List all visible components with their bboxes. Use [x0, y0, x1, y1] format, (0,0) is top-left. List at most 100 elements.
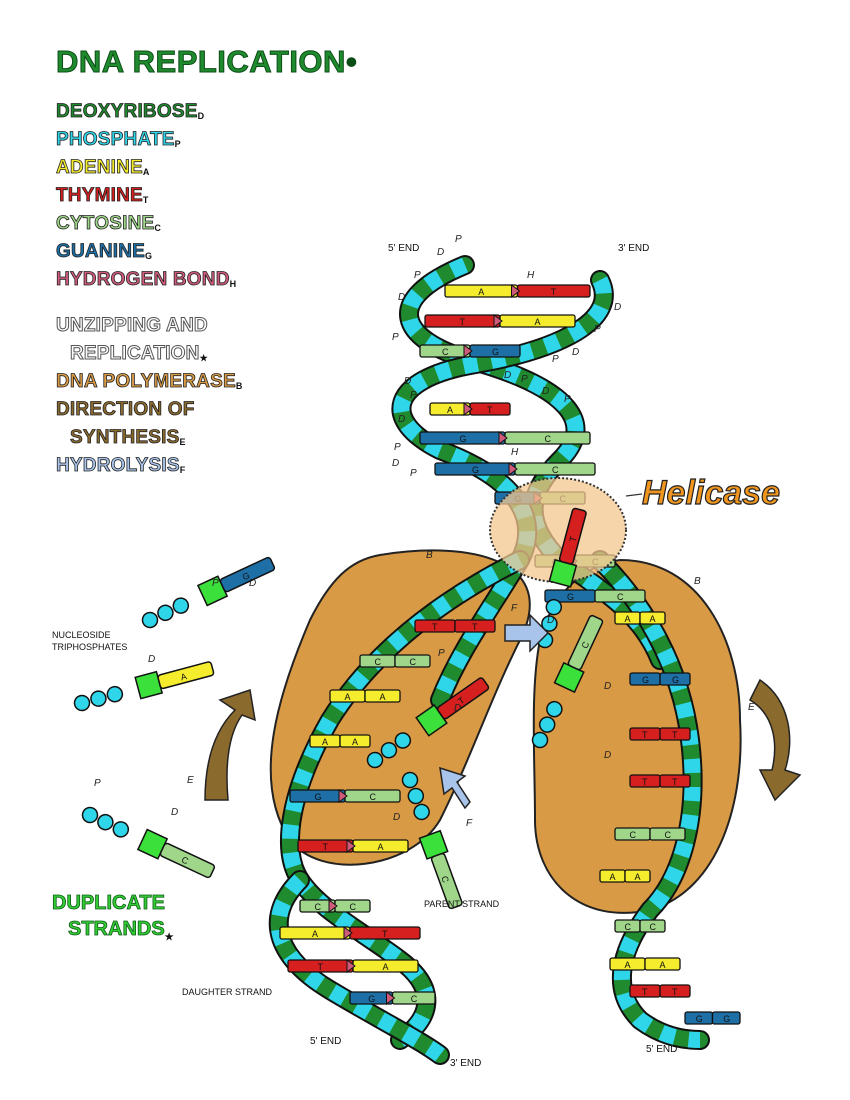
left-rung-2-left-label: C	[375, 657, 382, 667]
legend-item-deoxyribose: DEOXYRIBOSED	[56, 101, 205, 123]
annotation-letter-12: D	[614, 302, 621, 313]
annotation-letter-3: D	[398, 292, 405, 303]
right-rung-2-left-label: A	[625, 614, 631, 624]
annotation-letter-18: D	[542, 386, 549, 397]
annotation-letter-22: B	[694, 576, 701, 587]
right-parent-strand-phosphate	[594, 554, 701, 1048]
left-rung-5-right-label: C	[370, 792, 377, 802]
annotation-letter-23: E	[748, 702, 755, 713]
incoming-nucleotide-t2-phosphate-3	[545, 598, 563, 616]
incoming-nucleotide-t: T	[366, 677, 490, 769]
incoming-nucleotide-c-phosphate-3	[546, 700, 563, 718]
right-rung-1-right-label: C	[617, 592, 624, 602]
annotation-letter-34: D	[249, 578, 256, 589]
right-rung-8-left-label: C	[625, 922, 632, 932]
legend-item-replication: REPLICATION★	[70, 343, 208, 365]
annotation-letter-1: D	[437, 247, 444, 258]
annotation-letter-32: D	[393, 812, 400, 823]
top-rung-6-hbond	[508, 462, 518, 476]
annotation-letter-30: D	[604, 681, 611, 692]
top-rung-6-left-label: G	[472, 465, 479, 475]
top-rung-2-left-label: T	[460, 317, 466, 327]
incoming-nucleotide-t-phosphate-3	[394, 732, 412, 749]
annotation-letter-26: F	[466, 818, 473, 829]
right-rung-7-left-label: A	[610, 872, 616, 882]
label-nucleoside: NUCLEOSIDE	[52, 630, 111, 640]
top-rung-5-right-label: C	[545, 434, 552, 444]
helicase-leader	[625, 493, 643, 497]
left-rung-2-right-label: C	[410, 657, 417, 667]
free-nucleotide-a-phosphate-1	[73, 694, 91, 712]
incoming-nucleotide-c-phosphate-1	[531, 731, 549, 749]
incoming-nucleotide-t-phosphate-2	[380, 741, 398, 759]
helicase-label: Helicase	[642, 474, 780, 512]
annotation-letter-10: P	[410, 468, 417, 479]
free-nucleotide-a-base	[157, 661, 215, 690]
top-rung-3-right-label: G	[492, 347, 499, 357]
duplicate-line1: DUPLICATE	[52, 892, 166, 915]
label-3-end-bottom-left: 3' END	[450, 1058, 481, 1069]
top-rung-5-left-label: G	[460, 434, 467, 444]
legend-item-cytosine: CYTOSINEC	[56, 213, 162, 235]
left-parent-strand-phosphate	[282, 552, 524, 1047]
bl-rung-4-right-label: C	[411, 994, 418, 1004]
legend-item-phosphate: PHOSPHATEP	[56, 129, 181, 151]
incoming-nucleotide-c: C	[531, 614, 604, 749]
bl-rung-1-left-label: C	[315, 902, 322, 912]
free-nucleotide-g: G	[141, 556, 276, 629]
annotation-letter-17: P	[521, 374, 528, 385]
top-rung-4-left-label: A	[447, 405, 453, 415]
free-nucleotide-c-phosphate-3	[112, 821, 130, 838]
annotation-letter-33: P	[212, 578, 219, 589]
right-rung-7-right-label: A	[635, 872, 641, 882]
incoming-nucleotide-c2-phosphate-3	[413, 803, 430, 821]
right-rung-1-right	[594, 589, 646, 603]
incoming-nucleotide-c2-base-label: C	[439, 874, 451, 884]
right-rung-4-right-label: T	[672, 730, 678, 740]
annotation-letter-4: P	[392, 332, 399, 343]
top-rung-3-hbond	[463, 344, 473, 358]
right-rung-10-right-label: T	[672, 987, 678, 997]
right-rung-6-left-label: C	[630, 830, 637, 840]
left-rung-3-right-label: A	[380, 692, 386, 702]
annotation-letter-6: P	[410, 390, 417, 401]
annotation-letter-9: D	[392, 458, 399, 469]
direction-arrow-left	[204, 689, 256, 801]
legend-item-synthesis: SYNTHESISE	[70, 427, 186, 449]
incoming-nucleotide-t-phosphate-1	[366, 751, 384, 769]
duplicate-line2: STRANDS★	[68, 918, 174, 943]
top-rung-3-left-label: C	[442, 347, 449, 357]
annotation-letter-27: D	[547, 615, 554, 626]
free-nucleotide-g-phosphate-3	[172, 597, 190, 614]
right-rung-8-right-label: C	[650, 922, 657, 932]
right-rung-2-right-label: A	[650, 614, 656, 624]
left-rung-1-left-label: T	[432, 622, 438, 632]
free-nucleotide-a-base-label: A	[179, 671, 187, 682]
left-rung-1-right-label: T	[472, 622, 478, 632]
free-nucleotide-g-phosphate-1	[141, 611, 159, 629]
annotation-letter-19: P	[564, 394, 571, 405]
left-rung-4-left-label: A	[322, 737, 328, 747]
top-strand-b-phosphate	[393, 276, 612, 703]
annotation-letter-36: P	[94, 778, 101, 789]
top-rung-5-hbond	[498, 431, 508, 445]
legend-item-guanine: GUANINEG	[56, 241, 153, 263]
legend-item-direction-of: DIRECTION OF	[56, 399, 195, 421]
annotation-letter-5: D	[404, 376, 411, 387]
free-nucleotide-g-phosphate-2	[157, 604, 174, 622]
right-rung-6-right-label: C	[665, 830, 672, 840]
right-rung-2-right	[639, 611, 666, 625]
annotation-letter-8: P	[394, 442, 401, 453]
right-rung-5-right-label: T	[672, 777, 678, 787]
bl-rung-3-right-label: A	[383, 962, 389, 972]
right-rung-10-right	[659, 984, 691, 998]
top-rung-1-right-label: T	[551, 287, 557, 297]
incoming-nucleotide-c2-phosphate-2	[407, 787, 425, 805]
top-rung-6-right-label: C	[552, 465, 559, 475]
right-rung-9-right-label: A	[660, 960, 666, 970]
bl-rung-1-hbond	[328, 899, 338, 913]
